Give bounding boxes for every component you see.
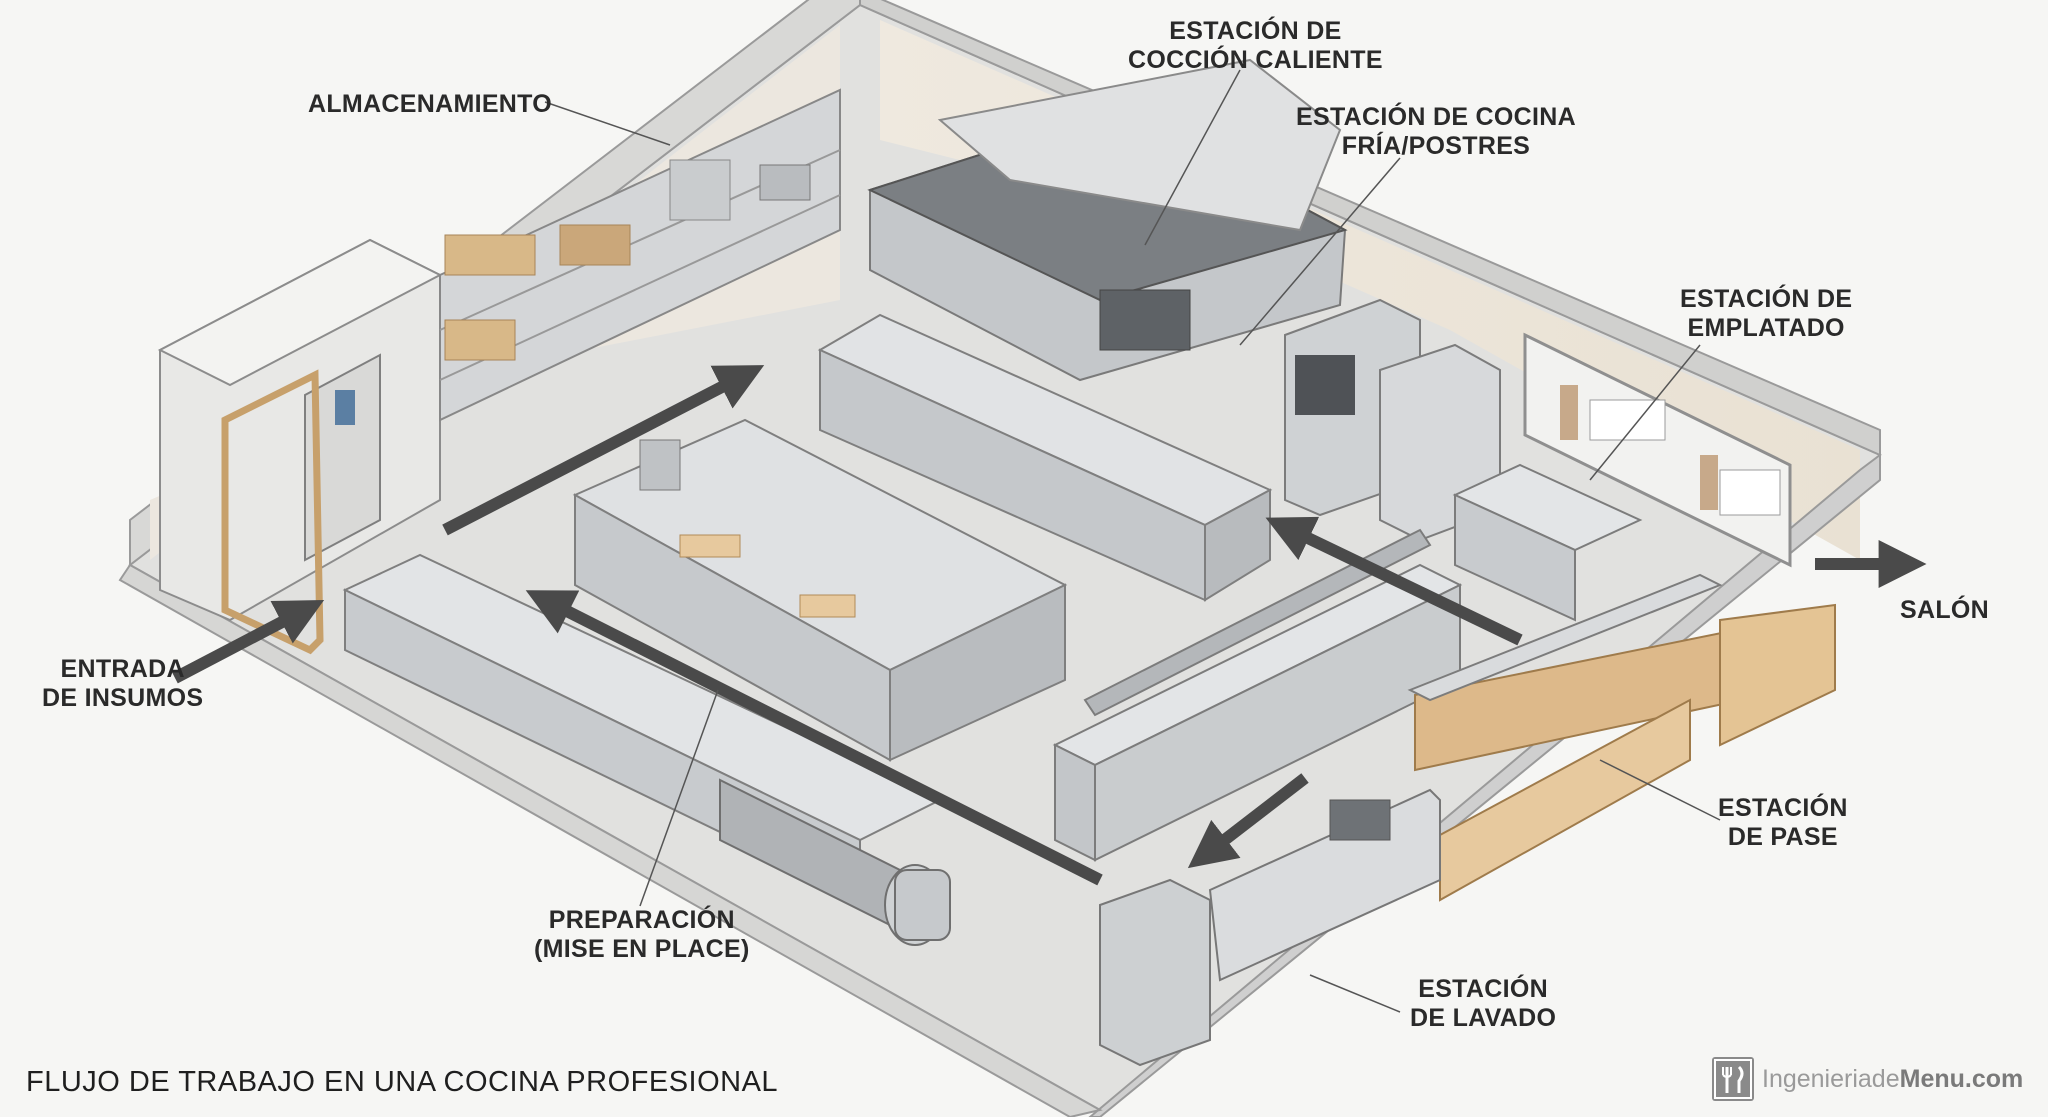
label-salon: SALÓN <box>1900 596 1989 625</box>
label-entrada-line2: DE INSUMOS <box>42 684 204 712</box>
label-cocina-fria: ESTACIÓN DE COCINA FRÍA/POSTRES <box>1296 103 1576 161</box>
diagram-title: FLUJO DE TRABAJO EN UNA COCINA PROFESION… <box>26 1066 779 1098</box>
label-coccion-line1: ESTACIÓN DE <box>1169 17 1342 45</box>
plating-station <box>1052 528 1463 862</box>
label-preparacion-line1: PREPARACIÓN <box>548 906 735 934</box>
logo-prefix: Ingenieriade <box>1762 1064 1900 1093</box>
label-lavado-line2: DE LAVADO <box>1410 1004 1557 1032</box>
label-emplatado-line2: EMPLATADO <box>1687 314 1845 342</box>
label-coccion-line2: COCCIÓN CALIENTE <box>1128 46 1383 74</box>
leader-emplatado <box>1589 344 1701 481</box>
prep-island <box>572 418 1068 762</box>
dishwashing-station <box>1099 788 1441 1067</box>
leader-coccion <box>1144 69 1241 246</box>
label-pase-line2: DE PASE <box>1727 823 1838 851</box>
label-preparacion: PREPARACIÓN (MISE EN PLACE) <box>534 906 750 964</box>
leader-fria <box>1239 157 1401 346</box>
label-pase-line1: ESTACIÓN <box>1718 794 1848 822</box>
hot-line <box>867 58 1348 382</box>
label-salon-line1: SALÓN <box>1900 596 1989 624</box>
label-entrada-line1: ENTRADA <box>60 655 185 683</box>
arrow-to-cold <box>1265 516 1523 646</box>
logo-brand: Menu.com <box>1899 1064 2024 1093</box>
leader-preparacion <box>639 689 719 907</box>
leader-pase <box>1599 759 1721 821</box>
label-lavado-line1: ESTACIÓN <box>1418 975 1548 1003</box>
label-preparacion-line2: (MISE EN PLACE) <box>534 935 750 963</box>
brand-logo: IngenieriadeMenu.com <box>1712 1055 2023 1103</box>
walk-in-cooler <box>157 238 443 655</box>
label-almacenamiento-line1: ALMACENAMIENTO <box>308 90 553 118</box>
stand-mixer <box>894 869 951 941</box>
logo-text: IngenieriadeMenu.com <box>1762 1065 2023 1094</box>
label-emplatado: ESTACIÓN DE EMPLATADO <box>1680 285 1852 343</box>
cold-station <box>817 313 1273 602</box>
arrow-entrada <box>172 599 325 684</box>
leader-almacenamiento <box>544 101 671 146</box>
leader-lines <box>544 69 1721 1013</box>
arrow-to-storage <box>442 365 765 536</box>
label-fria-line1: ESTACIÓN DE COCINA <box>1296 103 1576 131</box>
storage-shelves <box>439 88 841 422</box>
pass-station <box>1407 573 1836 902</box>
fork-knife-icon <box>1712 1057 1754 1101</box>
label-entrada: ENTRADA DE INSUMOS <box>42 655 203 713</box>
label-almacenamiento: ALMACENAMIENTO <box>308 90 552 119</box>
label-lavado: ESTACIÓN DE LAVADO <box>1410 975 1556 1033</box>
arrow-to-prep <box>525 590 1103 886</box>
front-right-wall-edge <box>1088 453 1881 1117</box>
label-pase: ESTACIÓN DE PASE <box>1718 794 1848 852</box>
flow-arrows <box>172 365 1927 886</box>
label-fria-line2: FRÍA/POSTRES <box>1341 132 1531 160</box>
arrow-to-wash <box>1187 773 1309 869</box>
label-coccion-caliente: ESTACIÓN DE COCCIÓN CALIENTE <box>1128 17 1383 75</box>
dining-window <box>1523 332 1792 568</box>
leader-lavado <box>1309 974 1401 1013</box>
emplating-table <box>1452 463 1643 622</box>
label-emplatado-line1: ESTACIÓN DE <box>1680 285 1853 313</box>
front-left-wall-edge <box>118 563 1103 1117</box>
